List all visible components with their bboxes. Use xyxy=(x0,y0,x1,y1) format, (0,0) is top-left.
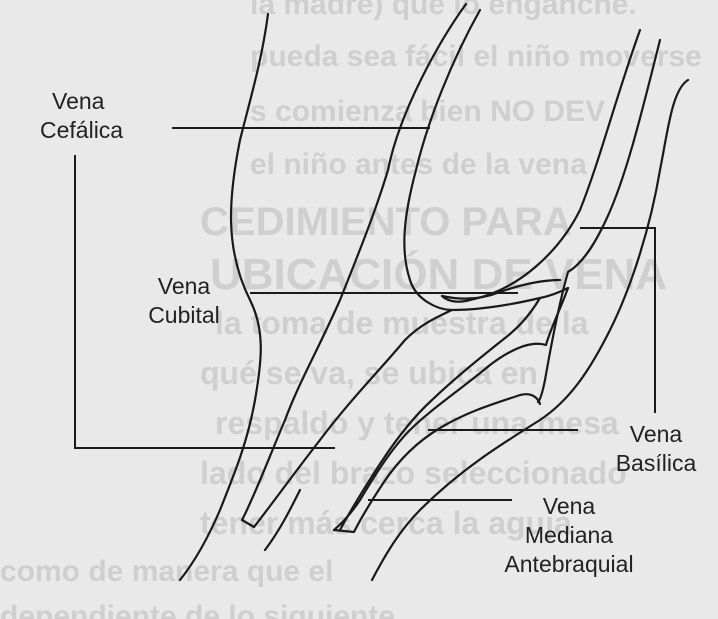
basilic-vein-outer xyxy=(442,30,640,302)
basilic-vein-inner xyxy=(538,40,660,402)
label-vena-mediana: Vena Mediana Antebraquial xyxy=(480,492,658,579)
label-vena-mediana-line3: Antebraquial xyxy=(480,550,658,579)
label-vena-basilica: Vena Basílica xyxy=(598,420,714,478)
label-vena-cubital: Vena Cubital xyxy=(125,272,243,330)
label-vena-cefalica-line2: Cefálica xyxy=(40,116,123,145)
label-vena-cefalica-line1: Vena xyxy=(40,87,123,116)
leader-line-basilica xyxy=(580,228,655,413)
label-vena-cubital-line1: Vena xyxy=(125,272,243,301)
forearm-middle-outline xyxy=(265,490,300,550)
label-vena-mediana-line2: Mediana xyxy=(480,521,658,550)
label-vena-basilica-line2: Basílica xyxy=(598,449,714,478)
label-vena-cubital-line2: Cubital xyxy=(125,301,243,330)
cephalic-vein-inner xyxy=(254,10,480,527)
label-vena-basilica-line1: Vena xyxy=(598,420,714,449)
label-vena-mediana-line1: Vena xyxy=(480,492,658,521)
label-vena-cefalica: Vena Cefálica xyxy=(40,87,123,145)
